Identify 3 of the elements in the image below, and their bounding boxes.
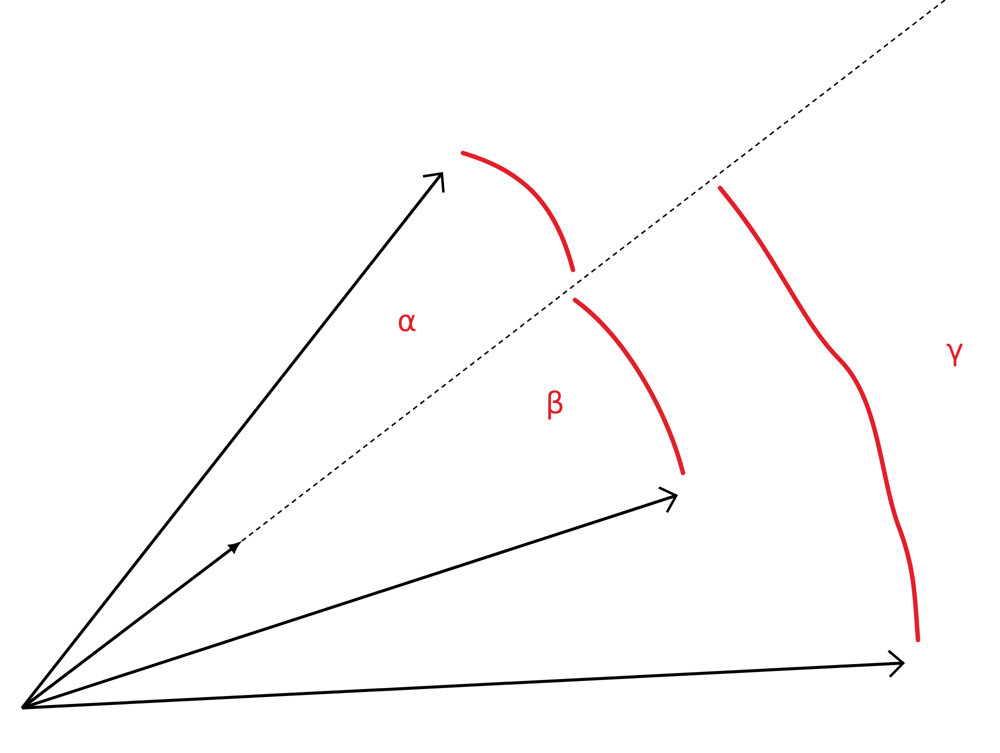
- angle-label: α: [398, 314, 416, 332]
- angle-label: β: [548, 390, 562, 420]
- angle-label: γ: [946, 344, 963, 366]
